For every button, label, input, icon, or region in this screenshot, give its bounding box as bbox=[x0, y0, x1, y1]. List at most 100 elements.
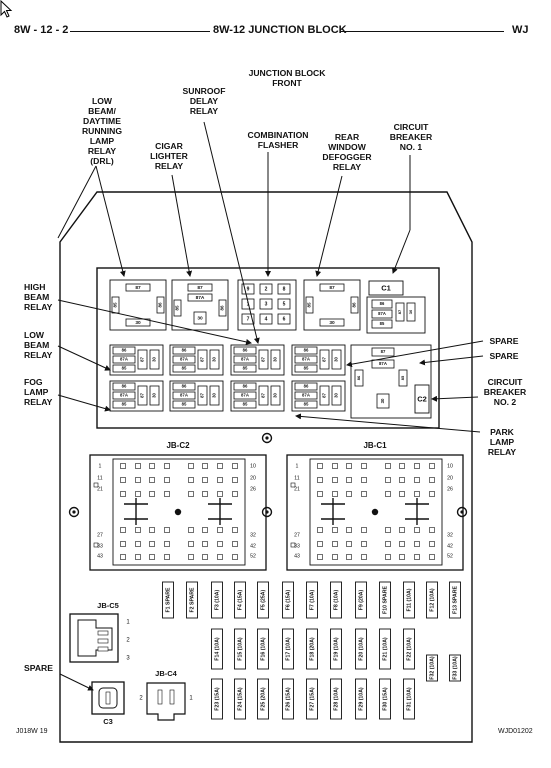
leader-drl-housing bbox=[57, 165, 97, 239]
relay-relay-row2-b-pin-30-label: 30 bbox=[212, 393, 217, 398]
spare-relay-pin-85 bbox=[398, 369, 408, 387]
fuse-f12 bbox=[426, 581, 438, 619]
fuse-f23-label: F23 (15A) bbox=[214, 687, 220, 711]
relay-fog-lamp-pin-30 bbox=[149, 385, 160, 406]
relay-spare-a-pin-30-label: 30 bbox=[334, 357, 339, 362]
fuse-f16-label: F16 (10A) bbox=[260, 637, 266, 661]
relay-park-lamp-pin-87a bbox=[233, 391, 257, 400]
relay-high-beam-pin-87a-label: 87A bbox=[180, 357, 188, 362]
relay-rear-window-defogger-pin-86-label: 86 bbox=[352, 302, 357, 308]
relay-high-beam-pin-87 bbox=[197, 349, 208, 370]
jb-c1-connector-pin-3-1 bbox=[332, 527, 338, 533]
jb-c2-connector-pin-1-6 bbox=[217, 477, 223, 483]
relay-high-beam-pin-87a bbox=[172, 355, 196, 364]
jb-c2-connector-pin-2-6 bbox=[217, 491, 223, 497]
jb-c2-connector-pin-num-rt-1: 20 bbox=[250, 475, 256, 481]
jb-c2-connector-pin-0-4 bbox=[188, 463, 194, 469]
jb-c1-connector-pin-num-lb-1: 33 bbox=[294, 543, 300, 549]
jb-c1-connector-pin-0-1 bbox=[332, 463, 338, 469]
fuse-f17-label: F17 (10A) bbox=[285, 637, 291, 661]
c3-pin bbox=[105, 691, 111, 705]
jb-c1-connector-pin-5-6 bbox=[414, 554, 420, 560]
fuse-f27-label: F27 (15A) bbox=[309, 687, 315, 711]
mount-hole-right-center bbox=[460, 510, 464, 514]
jb-c1-connector-pin-3-4 bbox=[385, 527, 391, 533]
jb-c2-connector-pin-4-4 bbox=[188, 541, 194, 547]
relay-park-lamp-a-pin-85 bbox=[233, 364, 257, 373]
fuse-f25-label: F25 (20A) bbox=[260, 687, 266, 711]
jb-c1-connector-pin-5-2 bbox=[346, 554, 352, 560]
jb-c2-connector-key-0 bbox=[124, 498, 148, 525]
spare-relay-pin-85-label: 85 bbox=[400, 375, 405, 380]
jb-c2-connector-pin-3-5 bbox=[202, 527, 208, 533]
jb-c2-connector-pin-5-5 bbox=[202, 554, 208, 560]
jb-c2-connector-pin-0-5 bbox=[202, 463, 208, 469]
jb-c1-connector-pin-2-2 bbox=[346, 491, 352, 497]
jb-c2-connector-pin-1-7 bbox=[232, 477, 238, 483]
jb-c1-connector-pin-1-4 bbox=[385, 477, 391, 483]
fuse-f12-label: F12 (10A) bbox=[429, 588, 435, 612]
flasher-pin-label-8: 8 bbox=[283, 287, 286, 293]
relay-relay-row2-d-pin-86-label: 86 bbox=[304, 384, 309, 389]
flasher-pin-label-4: 4 bbox=[265, 317, 268, 323]
jb-c1-connector-pin-5-5 bbox=[399, 554, 405, 560]
jb-c1-connector-pin-0-2 bbox=[346, 463, 352, 469]
flasher-pin-label-3: 3 bbox=[265, 302, 268, 308]
relay-low-beam-pin-87a-label: 87A bbox=[120, 357, 128, 362]
relay-fog-lamp-pin-85 bbox=[112, 400, 136, 409]
flasher-pin-2 bbox=[259, 283, 273, 295]
jb-c1-connector-pin-num-rt-0: 10 bbox=[447, 463, 453, 469]
relay-park-lamp-pin-85-label: 85 bbox=[243, 402, 248, 407]
jb-c4-label: JB-C4 bbox=[155, 669, 178, 678]
label-park-lamp-relay: PARK LAMP RELAY bbox=[487, 427, 517, 457]
jb-c1-connector-pin-3-3 bbox=[361, 527, 367, 533]
jb-c1-connector-pin-3-0 bbox=[317, 527, 323, 533]
spare-relay-pin-87 bbox=[371, 347, 395, 357]
jb-c2-connector-inner bbox=[112, 458, 246, 566]
relay-relay-row2-d-pin-87a bbox=[294, 391, 318, 400]
jb-c1-connector-pin-3-5 bbox=[399, 527, 405, 533]
jb-c1-connector-pin-num-rb-0: 32 bbox=[447, 532, 453, 538]
jb-c1-connector-pin-0-7 bbox=[429, 463, 435, 469]
relay-rear-window-defogger-pin-85 bbox=[305, 296, 314, 314]
jb-c1-connector-pin-3-7 bbox=[429, 527, 435, 533]
jb-c2-connector-pin-3-0 bbox=[120, 527, 126, 533]
fuse-f32 bbox=[426, 654, 438, 682]
label-sunroof-delay-relay: SUNROOF DELAY RELAY bbox=[182, 86, 226, 116]
cb1-pin-30 bbox=[406, 302, 416, 322]
header-rule-left bbox=[70, 31, 210, 32]
relay-rear-window-defogger-pin-87-label: 87 bbox=[329, 285, 335, 291]
jb-c2-connector-latch bbox=[174, 508, 182, 516]
relay-low-beam-drl-pin-87-label: 87 bbox=[135, 285, 141, 291]
jb-c1-connector-pin-2-3 bbox=[361, 491, 367, 497]
relay-relay-row2-d-pin-87-label: 87 bbox=[322, 393, 327, 398]
relay-park-lamp-a-pin-30-label: 30 bbox=[273, 357, 278, 362]
label-circuit-breaker-1: CIRCUIT BREAKER NO. 1 bbox=[389, 122, 433, 152]
jb-c1-connector-pin-2-0 bbox=[317, 491, 323, 497]
jb-c2-connector-pin-3-4 bbox=[188, 527, 194, 533]
fuse-f33-label: F33 (10A) bbox=[452, 656, 458, 680]
relay-relay-row2-d-pin-86 bbox=[294, 382, 318, 391]
relay-cigar-lighter-pin-87a-label: 87A bbox=[196, 295, 205, 301]
circuit-breaker-1-c1 bbox=[368, 280, 404, 296]
jb-c2-connector-pin-num-lb-2: 43 bbox=[97, 553, 103, 559]
spare-relay-pin-87a-label: 87A bbox=[379, 361, 387, 366]
c3-body bbox=[98, 687, 118, 709]
jb-c4-pin-1 bbox=[169, 689, 175, 705]
spare-relay-pin-86 bbox=[354, 369, 364, 387]
fuse-f29 bbox=[355, 678, 367, 720]
relay-low-beam-pin-86-label: 86 bbox=[122, 348, 127, 353]
jb-c1-connector-pin-1-0 bbox=[317, 477, 323, 483]
leader-spare-c3 bbox=[59, 673, 94, 691]
relay-relay-row2-b-pin-87a-label: 87A bbox=[180, 393, 188, 398]
fuse-f4 bbox=[234, 581, 246, 619]
jb-c1-connector-pin-2-6 bbox=[414, 491, 420, 497]
jb-c2-connector-pin-5-3 bbox=[164, 554, 170, 560]
jb-c1-connector-inner bbox=[309, 458, 443, 566]
jb-c2-connector-pin-5-7 bbox=[232, 554, 238, 560]
jb-c2-connector-pin-num-lb-0: 27 bbox=[97, 532, 103, 538]
jb-c2-connector-pin-num-rt-0: 10 bbox=[250, 463, 256, 469]
relay-high-beam-pin-30 bbox=[209, 349, 220, 370]
spare-relay-pin-30 bbox=[376, 393, 390, 409]
label-spare-1: SPARE bbox=[489, 336, 519, 346]
